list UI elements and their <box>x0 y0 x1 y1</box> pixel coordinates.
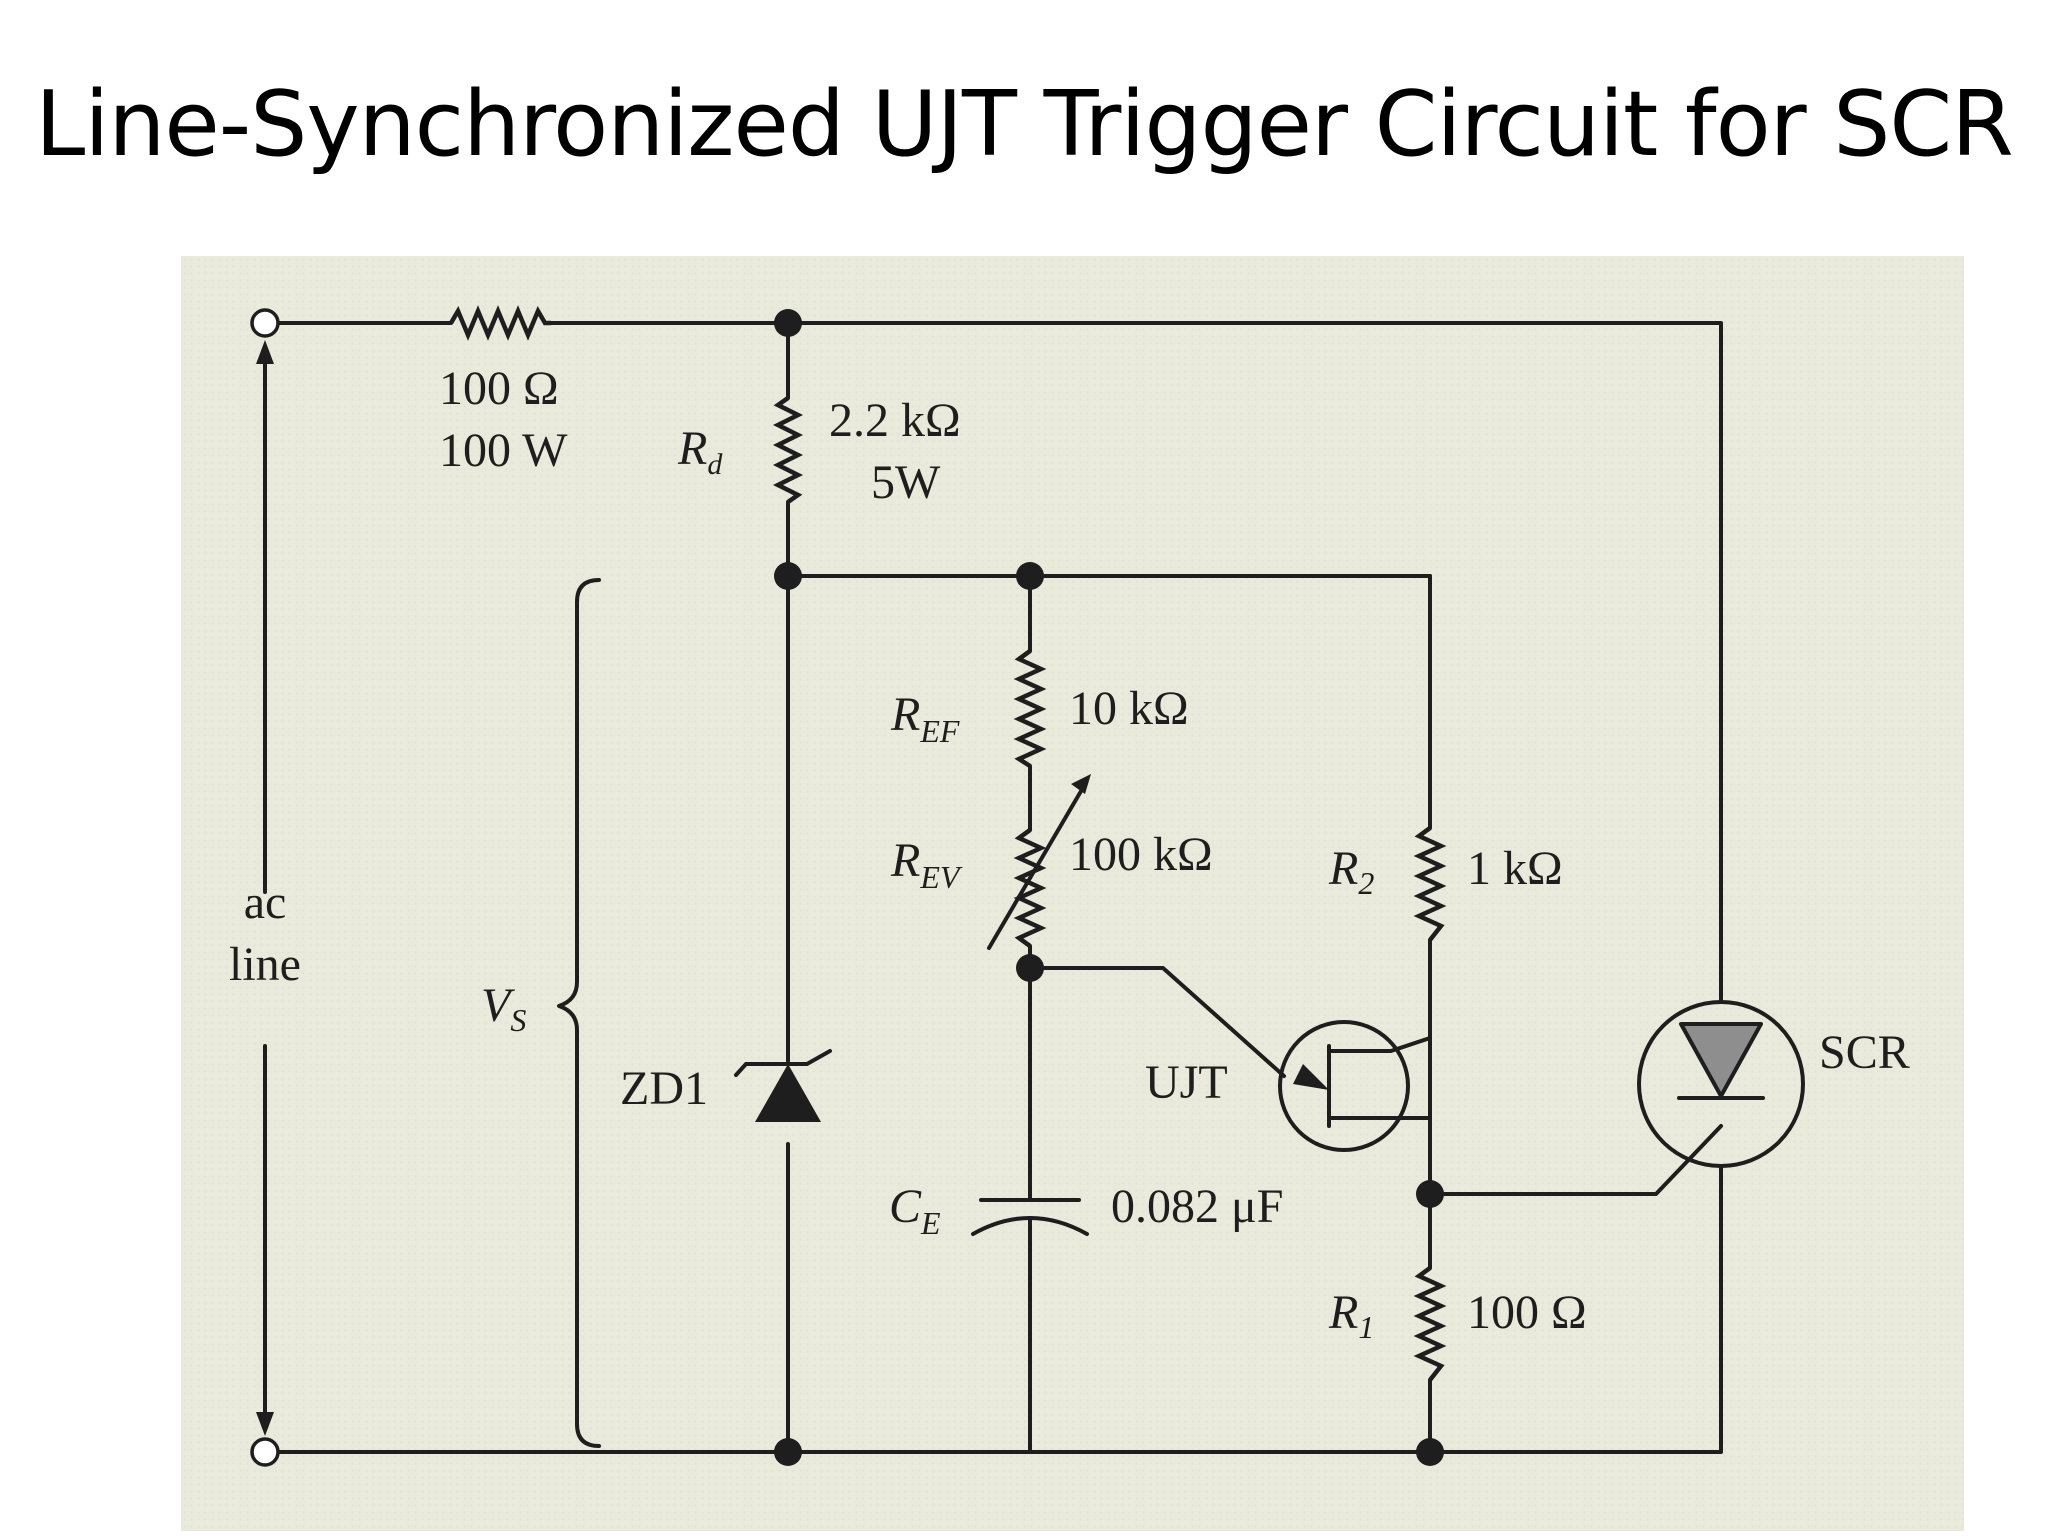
zener-diode-bar <box>734 1049 832 1077</box>
ref-value: 10 kΩ <box>1069 682 1189 735</box>
rd-resistor <box>772 396 804 504</box>
junction-dot <box>1016 954 1044 982</box>
ac-terminal-bottom <box>250 1437 280 1467</box>
top-rail-wire <box>263 321 1723 1004</box>
circuit-figure: 100 Ω 100 W Rd 2.2 kΩ 5W REF 10 kΩ REV 1… <box>181 256 1964 1531</box>
rev-label: REV <box>890 834 963 895</box>
ac-arrow-head-up <box>256 340 274 364</box>
scr-diode-triangle <box>1679 1022 1763 1098</box>
junction-dot <box>1016 562 1044 590</box>
rev-arrow-head <box>1071 774 1091 794</box>
emitter-wire <box>1028 966 1286 1078</box>
series-resistor-value: 100 Ω <box>439 362 559 415</box>
slide-title: Line-Synchronized UJT Trigger Circuit fo… <box>35 72 2014 177</box>
ce-value: 0.082 μF <box>1111 1180 1283 1233</box>
ref-label: REF <box>890 688 960 749</box>
circuit-diagram: 100 Ω 100 W Rd 2.2 kΩ 5W REF 10 kΩ REV 1… <box>229 305 1910 1467</box>
scr-label: SCR <box>1819 1026 1910 1079</box>
rd-label: Rd <box>677 422 723 481</box>
ujt-b2-lead <box>1327 1036 1432 1053</box>
vs-label: VS <box>481 979 526 1038</box>
gate-wire <box>1428 1124 1723 1196</box>
junction-dot <box>1416 1438 1444 1466</box>
ac-line-label-line: line <box>229 938 301 991</box>
ref-resistor <box>1013 649 1047 768</box>
rev-resistor <box>1013 828 1047 948</box>
rev-value: 100 kΩ <box>1069 828 1213 881</box>
vs-brace <box>557 578 601 1448</box>
junction-dot <box>774 309 802 337</box>
ujt-label: UJT <box>1145 1056 1228 1109</box>
r2-label: R2 <box>1328 842 1374 901</box>
r1-resistor <box>1413 1266 1447 1382</box>
junction-dot <box>1416 1180 1444 1208</box>
scr-symbol <box>1637 1000 1805 1168</box>
zener-diode-triangle <box>755 1064 821 1122</box>
ac-arrow-head-down <box>256 1412 274 1436</box>
r1-value: 100 Ω <box>1467 1286 1587 1339</box>
series-resistor <box>449 305 551 341</box>
zener-label: ZD1 <box>620 1062 708 1115</box>
r1-label: R1 <box>1328 1286 1374 1345</box>
series-resistor-power: 100 W <box>439 424 568 477</box>
bottom-rail-wire <box>263 1164 1723 1454</box>
rd-value: 2.2 kΩ <box>829 394 961 447</box>
ce-capacitor-plate-bottom <box>971 1216 1089 1236</box>
r2-resistor <box>1413 826 1447 942</box>
ac-terminal-top <box>250 308 280 338</box>
r2-value: 1 kΩ <box>1467 842 1563 895</box>
rev-variable-arrow <box>987 784 1086 950</box>
junction-dot <box>774 1438 802 1466</box>
rd-power: 5W <box>871 456 941 509</box>
ujt-emitter-arrow <box>1293 1064 1329 1090</box>
ce-label: CE <box>889 1180 941 1241</box>
junction-dot <box>774 562 802 590</box>
ac-line-label-ac: ac <box>244 876 287 929</box>
ujt-symbol <box>1278 1020 1410 1152</box>
